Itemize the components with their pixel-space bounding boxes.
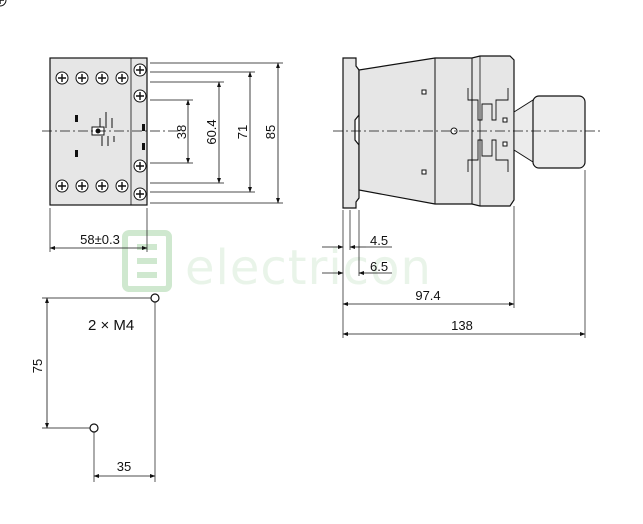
dim-75-label: 75 xyxy=(30,359,45,373)
dim-35-label: 35 xyxy=(117,459,131,474)
aux-screw-icon xyxy=(133,159,147,173)
mounting-hole-top-icon xyxy=(150,293,160,303)
aux-screw-icon xyxy=(133,63,147,77)
dim-71-label: 71 xyxy=(235,125,250,139)
mounting-flange xyxy=(342,57,360,209)
front-view xyxy=(0,0,283,252)
dim-60-4-label: 60.4 xyxy=(204,119,219,144)
watermark: electricon xyxy=(122,230,432,296)
mounting-pattern xyxy=(42,293,160,482)
screws-label: 2 × M4 xyxy=(88,317,134,334)
watermark-text: electricon xyxy=(185,240,432,296)
top-terminal-screws-icon xyxy=(0,0,129,193)
width-label: 58±0.3 xyxy=(80,232,120,247)
dim-97-4-label: 97.4 xyxy=(415,288,440,303)
dim-138-label: 138 xyxy=(451,318,473,333)
dim-6-5-label: 6.5 xyxy=(370,259,388,274)
side-view xyxy=(322,55,600,338)
dim-38-label: 38 xyxy=(174,125,189,139)
mounting-hole-bottom-icon xyxy=(89,423,99,433)
aux-screw-icon xyxy=(133,187,147,201)
aux-screw-icon xyxy=(133,89,147,103)
dim-85-label: 85 xyxy=(263,125,278,139)
dim-4-5-label: 4.5 xyxy=(370,233,388,248)
handle-knob xyxy=(532,95,586,169)
